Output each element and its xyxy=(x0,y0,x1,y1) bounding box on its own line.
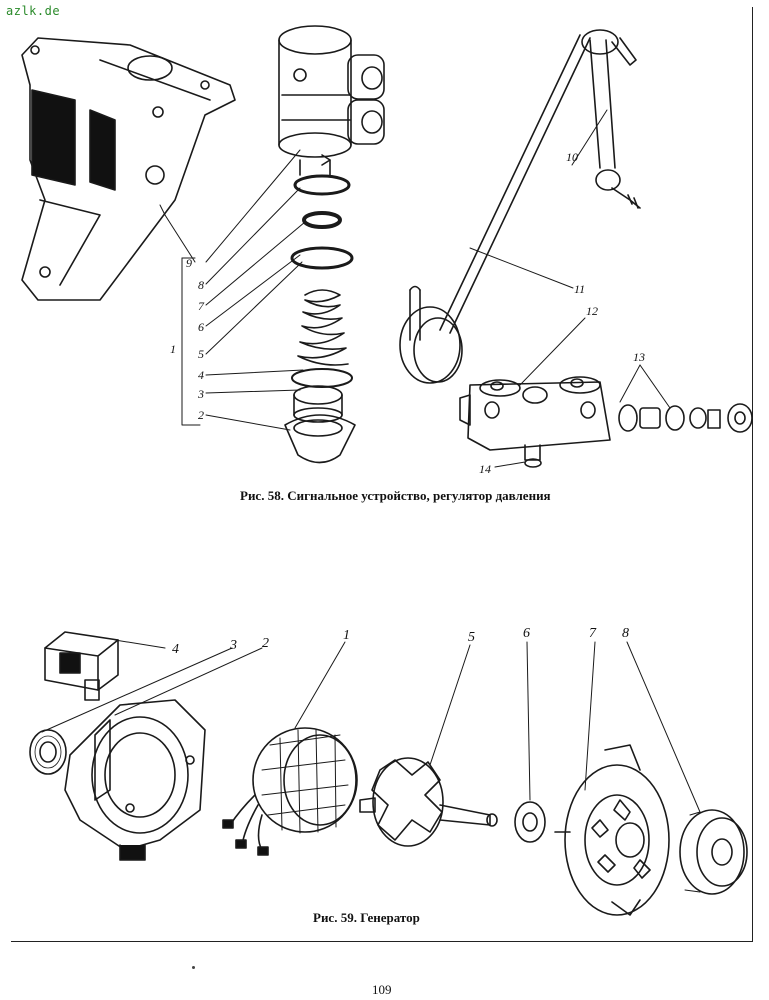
generator-part-7-cover xyxy=(554,744,670,916)
fig59-callout-1: 1 xyxy=(343,628,350,643)
generator-part-6-bearing xyxy=(514,801,546,843)
signal-device-illustration xyxy=(278,25,385,464)
fig59-callout-6: 6 xyxy=(523,626,530,641)
generator-part-5-rotor xyxy=(359,757,498,847)
fig59-callout-4: 4 xyxy=(172,642,179,657)
fig58-callout-6: 6 xyxy=(198,320,204,334)
figure-58-caption: Рис. 58. Сигнальное устройство, регулято… xyxy=(240,488,551,503)
fig59-callout-8: 8 xyxy=(622,626,629,641)
bracket-illustration xyxy=(21,37,236,301)
page-number: 109 xyxy=(372,982,392,997)
fig59-callout-2: 2 xyxy=(262,636,269,651)
fig58-callout-1: 1 xyxy=(170,342,176,356)
fig58-callout-5: 5 xyxy=(198,347,204,361)
fig58-callout-13: 13 xyxy=(633,350,645,364)
fig58-callout-4: 4 xyxy=(198,368,204,382)
pressure-regulator-illustration xyxy=(399,29,753,468)
generator-part-1-stator xyxy=(222,727,358,856)
generator-part-2-housing xyxy=(64,699,206,861)
generator-part-8-pulley xyxy=(679,809,748,895)
fig58-callout-12: 12 xyxy=(586,304,598,318)
generator-part-3-bearing xyxy=(29,729,67,775)
fig59-leader-lines xyxy=(41,639,701,813)
fig58-right-leaders xyxy=(469,109,671,468)
fig58-callout-3: 3 xyxy=(198,387,204,401)
generator-part-4-regulator xyxy=(44,631,119,701)
fig58-callout-9: 9 xyxy=(186,256,192,270)
fig58-callout-11: 11 xyxy=(574,282,586,296)
fig58-callout-10: 10 xyxy=(566,150,578,164)
fig58-callout-2: 2 xyxy=(198,408,204,422)
fig58-callout-8: 8 xyxy=(198,278,204,292)
fig59-callout-3: 3 xyxy=(230,638,237,653)
figure-59-caption: Рис. 59. Генератор xyxy=(313,910,420,925)
print-speck xyxy=(192,966,195,969)
fig58-callout-14: 14 xyxy=(479,462,491,476)
fig58-callout-7: 7 xyxy=(198,299,204,313)
fig59-callout-5: 5 xyxy=(468,630,475,645)
fig58-leader-lines xyxy=(159,149,306,431)
site-watermark: azlk.de xyxy=(6,4,61,18)
fig59-callout-7: 7 xyxy=(589,626,596,641)
page-frame xyxy=(11,7,753,942)
